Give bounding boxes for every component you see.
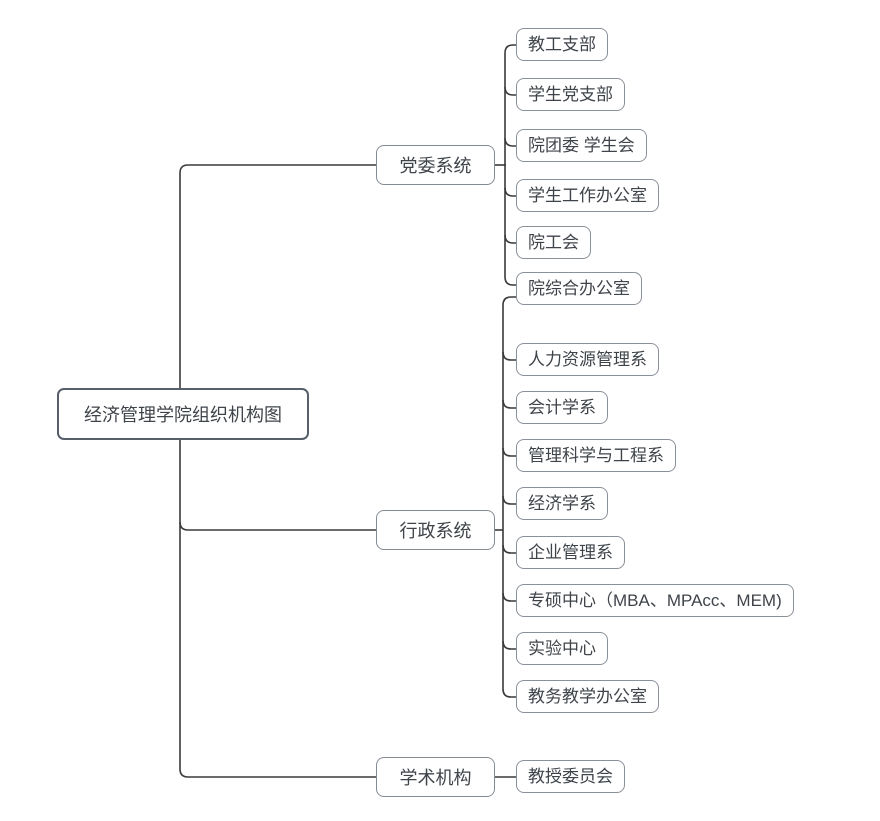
node-accounting-dept: 会计学系 (516, 391, 608, 424)
node-root-org-chart: 经济管理学院组织机构图 (57, 388, 309, 440)
node-youth-league-student-union: 院团委 学生会 (516, 129, 647, 162)
connector-party-trunk (504, 44, 516, 286)
node-professional-masters-center: 专硕中心（MBA、MPAcc、MEM) (516, 584, 794, 617)
node-general-office: 院综合办公室 (516, 272, 642, 305)
node-hr-management-dept: 人力资源管理系 (516, 343, 659, 376)
node-management-science-engineering-dept: 管理科学与工程系 (516, 439, 676, 472)
connector-root-to-admin (179, 521, 376, 531)
node-student-affairs-office: 学生工作办公室 (516, 179, 659, 212)
node-teaching-affairs-office: 教务教学办公室 (516, 680, 659, 713)
node-party-committee-system: 党委系统 (376, 145, 495, 185)
node-lab-center: 实验中心 (516, 632, 608, 665)
node-student-party-branch: 学生党支部 (516, 78, 625, 111)
connector-root-to-academic (179, 440, 376, 778)
connector-admin-child-stubs (502, 351, 516, 650)
connector-root-to-party (179, 164, 376, 388)
node-economics-dept: 经济学系 (516, 487, 608, 520)
node-academic-institutions: 学术机构 (376, 757, 495, 797)
node-business-management-dept: 企业管理系 (516, 536, 625, 569)
node-administrative-system: 行政系统 (376, 510, 495, 550)
node-professors-committee: 教授委员会 (516, 760, 625, 793)
connector-party-child-stubs (504, 86, 516, 244)
node-labor-union: 院工会 (516, 226, 591, 259)
node-faculty-party-branch: 教工支部 (516, 28, 608, 61)
